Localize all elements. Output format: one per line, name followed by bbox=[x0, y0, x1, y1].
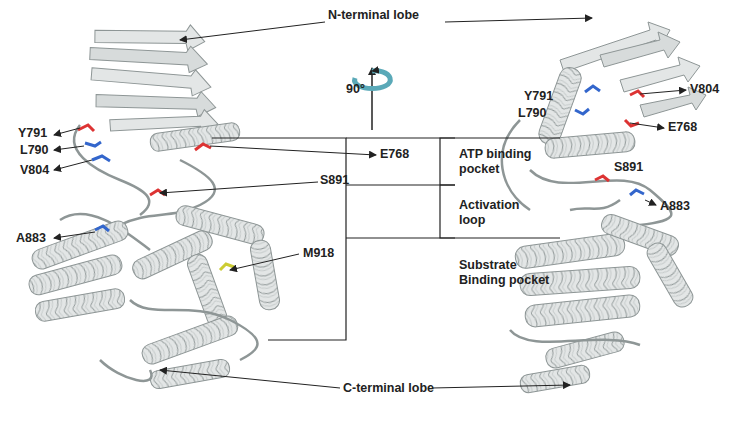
residue-label: M918 bbox=[303, 246, 348, 261]
region-brackets bbox=[212, 138, 560, 340]
residue-label: L790 bbox=[518, 106, 558, 121]
residue-label: V804 bbox=[20, 163, 60, 178]
residue-label: S891 bbox=[320, 173, 365, 188]
region-label: Activation loop bbox=[459, 198, 549, 228]
residue-label: E768 bbox=[668, 120, 713, 135]
residue-label: A883 bbox=[16, 231, 56, 246]
residue-label: A883 bbox=[660, 199, 705, 214]
residue-label: Y791 bbox=[18, 126, 58, 141]
residue-label: E768 bbox=[380, 147, 425, 162]
residue-label: S891 bbox=[614, 160, 659, 175]
right-structure bbox=[502, 22, 706, 394]
residue-label: Y791 bbox=[524, 89, 564, 104]
angle-label: 90° bbox=[346, 82, 376, 97]
region-label: Substrate Binding pocket bbox=[459, 258, 559, 288]
rotation-symbol bbox=[355, 68, 391, 130]
residue-label: V804 bbox=[690, 82, 735, 97]
residue-label: L790 bbox=[20, 143, 60, 158]
left-structure bbox=[27, 9, 281, 390]
lobe-label: N-terminal lobe bbox=[328, 8, 458, 23]
region-label: ATP binding pocket bbox=[459, 147, 549, 177]
lobe-label: C-terminal lobe bbox=[343, 381, 438, 396]
leader-arrows bbox=[54, 18, 686, 388]
